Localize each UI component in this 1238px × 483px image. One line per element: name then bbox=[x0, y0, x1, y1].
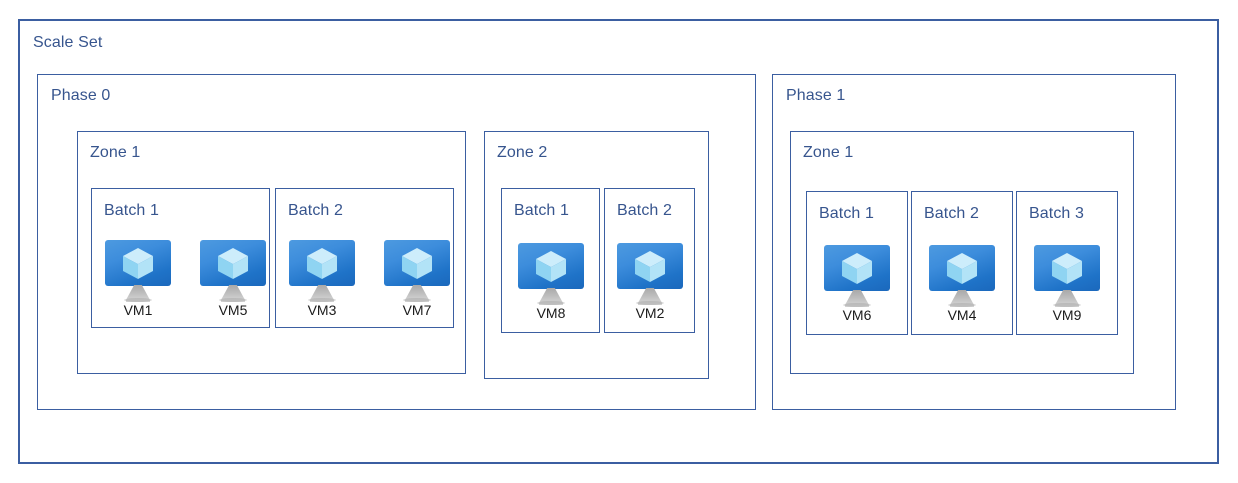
vm-label: VM8 bbox=[536, 305, 566, 321]
phase-1-zone-1-title: Zone 1 bbox=[803, 144, 854, 161]
vm-node-vm9[interactable]: VM9 bbox=[1034, 245, 1100, 323]
monitor-screen-icon bbox=[824, 245, 890, 291]
phase-1-zone-1-batch-1-title: Batch 1 bbox=[819, 205, 874, 222]
monitor-stand-icon bbox=[310, 285, 334, 302]
virtual-machine-icon bbox=[200, 240, 266, 302]
phase-0-zone-1-title: Zone 1 bbox=[90, 144, 141, 161]
vm-label: VM3 bbox=[307, 302, 337, 318]
monitor-stand-shadow bbox=[1053, 303, 1081, 307]
vm-node-vm4[interactable]: VM4 bbox=[929, 245, 995, 323]
monitor-stand-icon bbox=[638, 288, 662, 305]
monitor-screen-icon bbox=[384, 240, 450, 286]
phase-1-title: Phase 1 bbox=[786, 87, 846, 104]
cube-icon bbox=[842, 253, 872, 284]
monitor-stand-icon bbox=[221, 285, 245, 302]
virtual-machine-icon bbox=[518, 243, 584, 305]
virtual-machine-icon bbox=[384, 240, 450, 302]
monitor-screen-icon bbox=[518, 243, 584, 289]
vm-label: VM4 bbox=[947, 307, 977, 323]
monitor-stand-shadow bbox=[308, 298, 336, 302]
phase-0-title: Phase 0 bbox=[51, 87, 111, 104]
monitor-screen-icon bbox=[289, 240, 355, 286]
vm-node-vm8[interactable]: VM8 bbox=[518, 243, 584, 321]
vm-node-vm1[interactable]: VM1 bbox=[105, 240, 171, 318]
cube-icon bbox=[307, 248, 337, 279]
vm-node-vm6[interactable]: VM6 bbox=[824, 245, 890, 323]
phase-0-zone-2-batch-2-title: Batch 2 bbox=[617, 202, 672, 219]
monitor-stand-shadow bbox=[537, 301, 565, 305]
monitor-stand-icon bbox=[126, 285, 150, 302]
monitor-stand-shadow bbox=[636, 301, 664, 305]
vm-node-vm5[interactable]: VM5 bbox=[200, 240, 266, 318]
vm-node-vm3[interactable]: VM3 bbox=[289, 240, 355, 318]
virtual-machine-icon bbox=[929, 245, 995, 307]
cube-icon bbox=[947, 253, 977, 284]
vm-label: VM2 bbox=[635, 305, 665, 321]
cube-icon bbox=[536, 251, 566, 282]
monitor-screen-icon bbox=[105, 240, 171, 286]
monitor-stand-icon bbox=[405, 285, 429, 302]
cube-icon bbox=[1052, 253, 1082, 284]
cube-icon bbox=[218, 248, 248, 279]
cube-icon bbox=[123, 248, 153, 279]
phase-1-zone-1-batch-3-title: Batch 3 bbox=[1029, 205, 1084, 222]
phase-0-zone-1-batch-2-title: Batch 2 bbox=[288, 202, 343, 219]
vm-label: VM6 bbox=[842, 307, 872, 323]
phase-0-zone-2-title: Zone 2 bbox=[497, 144, 548, 161]
monitor-stand-shadow bbox=[124, 298, 152, 302]
cube-icon bbox=[635, 251, 665, 282]
monitor-stand-icon bbox=[845, 290, 869, 307]
virtual-machine-icon bbox=[824, 245, 890, 307]
vm-label: VM9 bbox=[1052, 307, 1082, 323]
monitor-stand-shadow bbox=[948, 303, 976, 307]
scale-set-title: Scale Set bbox=[33, 34, 103, 51]
monitor-stand-shadow bbox=[843, 303, 871, 307]
monitor-stand-shadow bbox=[219, 298, 247, 302]
phase-0-zone-2-batch-1-title: Batch 1 bbox=[514, 202, 569, 219]
monitor-screen-icon bbox=[929, 245, 995, 291]
monitor-stand-shadow bbox=[403, 298, 431, 302]
virtual-machine-icon bbox=[1034, 245, 1100, 307]
vm-label: VM5 bbox=[218, 302, 248, 318]
monitor-screen-icon bbox=[1034, 245, 1100, 291]
monitor-stand-icon bbox=[539, 288, 563, 305]
virtual-machine-icon bbox=[617, 243, 683, 305]
virtual-machine-icon bbox=[289, 240, 355, 302]
monitor-stand-icon bbox=[1055, 290, 1079, 307]
virtual-machine-icon bbox=[105, 240, 171, 302]
vm-node-vm7[interactable]: VM7 bbox=[384, 240, 450, 318]
vm-label: VM1 bbox=[123, 302, 153, 318]
phase-1-zone-1-batch-2-title: Batch 2 bbox=[924, 205, 979, 222]
monitor-screen-icon bbox=[617, 243, 683, 289]
vm-label: VM7 bbox=[402, 302, 432, 318]
vm-node-vm2[interactable]: VM2 bbox=[617, 243, 683, 321]
phase-0-zone-1-batch-1-title: Batch 1 bbox=[104, 202, 159, 219]
monitor-screen-icon bbox=[200, 240, 266, 286]
cube-icon bbox=[402, 248, 432, 279]
monitor-stand-icon bbox=[950, 290, 974, 307]
